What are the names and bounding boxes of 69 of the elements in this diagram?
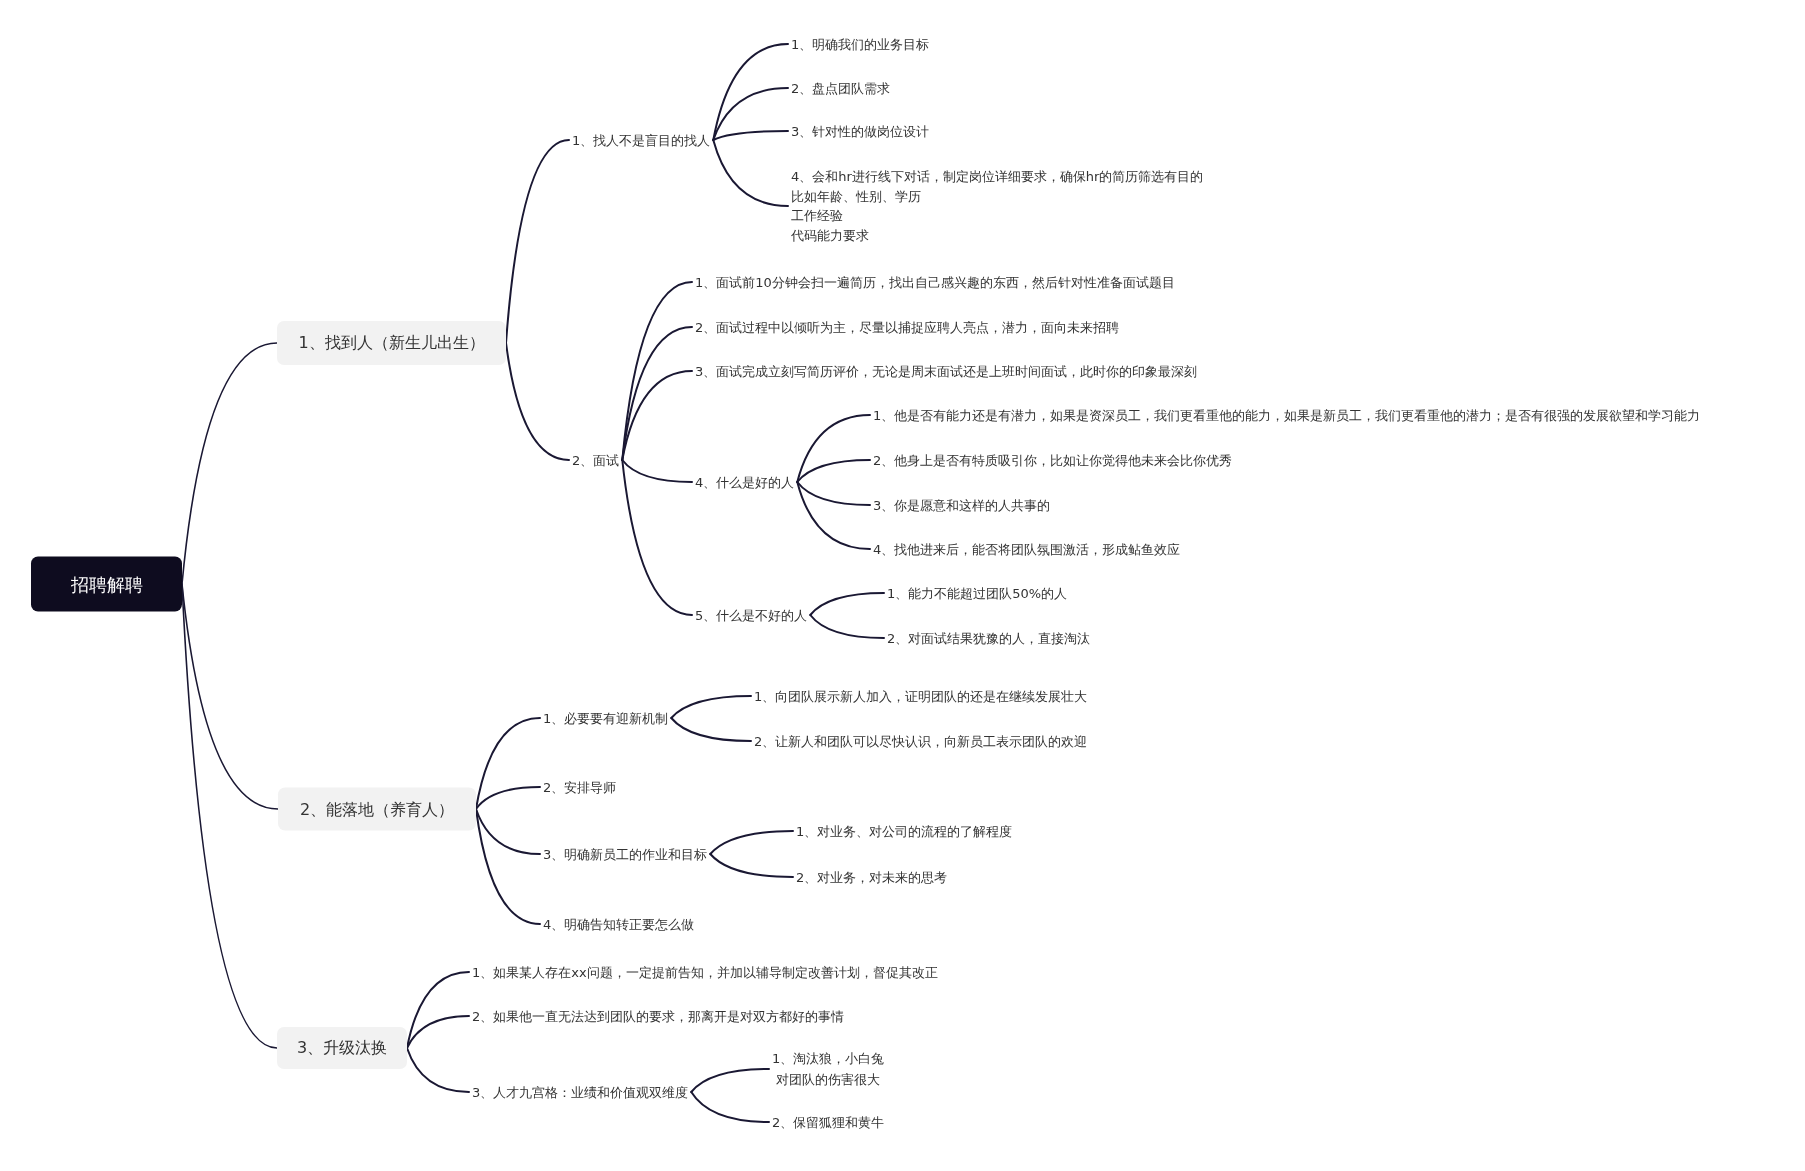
connector-line bbox=[690, 1068, 770, 1093]
subtopic-text: 比如年龄、性别、学历 bbox=[791, 187, 921, 206]
subtopic-text: 1、明确我们的业务目标 bbox=[788, 34, 933, 54]
connector-line bbox=[796, 414, 871, 483]
subtopic-text: 2、盘点团队需求 bbox=[788, 78, 894, 98]
subtopic-text: 1、对业务、对公司的流程的了解程度 bbox=[793, 821, 1016, 841]
subtopic-text: 代码能力要求 bbox=[791, 226, 869, 245]
connector-line bbox=[712, 139, 789, 207]
connector-line bbox=[621, 370, 693, 461]
subtopic-text: 1、必要要有迎新机制 bbox=[540, 708, 672, 728]
main-topic-box bbox=[278, 787, 476, 831]
central-topic-text: 招聘解聘 bbox=[70, 573, 143, 595]
subtopic-text: 3、明确新员工的作业和目标 bbox=[540, 844, 711, 864]
connector-line bbox=[621, 326, 693, 461]
subtopic-text: 2、保留狐狸和黄牛 bbox=[769, 1112, 888, 1132]
subtopic-text: 4、会和hr进行线下对话，制定岗位详细要求，确保hr的简历筛选有目的 bbox=[791, 168, 1204, 186]
connector-line bbox=[406, 1015, 470, 1049]
main-topic-box bbox=[277, 321, 506, 365]
central-topic-box bbox=[31, 556, 182, 612]
subtopic-text: 4、什么是好的人 bbox=[692, 472, 798, 492]
connector-line bbox=[796, 459, 871, 483]
main-topic-text: 1、找到人（新生儿出生） bbox=[298, 333, 485, 353]
subtopic-text: 1、能力不能超过团队50%的人 bbox=[884, 583, 1071, 603]
connector-line bbox=[475, 808, 541, 925]
connector-line bbox=[505, 342, 570, 461]
subtopic-text: 2、对面试结果犹豫的人，直接淘汰 bbox=[884, 628, 1094, 648]
subtopic-text: 2、安排导师 bbox=[540, 777, 620, 797]
connector-line bbox=[796, 481, 871, 506]
subtopic-text: 1、淘汰狼，小白兔 bbox=[772, 1050, 885, 1068]
subtopic-text: 2、面试 bbox=[569, 450, 623, 470]
subtopic-text: 工作经验 bbox=[791, 207, 843, 225]
subtopic-text: 对团队的伤害很大 bbox=[776, 1071, 881, 1089]
connector-line bbox=[712, 130, 789, 141]
subtopic-text: 1、找人不是盲目的找人 bbox=[569, 130, 714, 150]
subtopic-text: 3、人才九宫格：业绩和价值观双维度 bbox=[469, 1082, 692, 1102]
main-topic-text: 3、升级汰换 bbox=[296, 1038, 388, 1058]
subtopic-text: 5、什么是不好的人 bbox=[692, 605, 811, 625]
connector-line bbox=[709, 853, 794, 878]
subtopic-text: 1、他是否有能力还是有潜力，如果是资深员工，我们更看重他的能力，如果是新员工，我们更看重他的潜力；是否有很强的发展欲望和学习能力 bbox=[870, 405, 1704, 425]
subtopic-text: 1、面试前10分钟会扫一遍简历，找出自己感兴趣的东西，然后针对性准备面试题目 bbox=[692, 272, 1178, 292]
connector-line bbox=[690, 1091, 770, 1123]
connector-line bbox=[505, 139, 570, 344]
subtopic-text: 2、让新人和团队可以尽快认识，向新员工表示团队的欢迎 bbox=[751, 731, 1091, 751]
connector-line bbox=[670, 695, 752, 719]
connector-line bbox=[475, 786, 541, 810]
subtopic-text: 4、明确告知转正要怎么做 bbox=[540, 914, 698, 934]
connector-line bbox=[475, 717, 541, 810]
connector-line bbox=[796, 481, 871, 550]
connector-line bbox=[809, 592, 885, 616]
connector-line bbox=[709, 830, 794, 855]
connector-line bbox=[621, 459, 693, 483]
subtopic-text: 2、如果他一直无法达到团队的要求，那离开是对双方都好的事情 bbox=[469, 1006, 848, 1026]
subtopic-text: 3、针对性的做岗位设计 bbox=[788, 121, 933, 141]
connector-line bbox=[475, 808, 541, 855]
subtopic-text: 1、向团队展示新人加入，证明团队的还是在继续发展壮大 bbox=[751, 686, 1091, 706]
connector-line bbox=[406, 1047, 470, 1093]
main-topic-text: 2、能落地（养育人） bbox=[299, 799, 455, 819]
subtopic-text: 1、如果某人存在xx问题，一定提前告知，并加以辅导制定改善计划，督促其改正 bbox=[469, 962, 941, 982]
subtopic-text: 2、他身上是否有特质吸引你，比如让你觉得他未来会比你优秀 bbox=[870, 450, 1236, 470]
subtopic-text: 3、你是愿意和这样的人共事的 bbox=[870, 495, 1054, 515]
connector-line bbox=[809, 614, 885, 639]
main-topic-box bbox=[277, 1027, 407, 1069]
connector-line bbox=[712, 87, 789, 141]
connector-line bbox=[670, 717, 752, 742]
subtopic-text: 3、面试完成立刻写简历评价，无论是周末面试还是上班时间面试，此时你的印象最深刻 bbox=[692, 361, 1201, 381]
subtopic-text: 2、面试过程中以倾听为主，尽量以捕捉应聘人亮点，潜力，面向未来招聘 bbox=[692, 317, 1123, 337]
subtopic-text: 4、找他进来后，能否将团队氛围激活，形成鲇鱼效应 bbox=[870, 539, 1184, 559]
subtopic-text: 2、对业务，对未来的思考 bbox=[793, 867, 951, 887]
connector-line bbox=[621, 459, 693, 616]
